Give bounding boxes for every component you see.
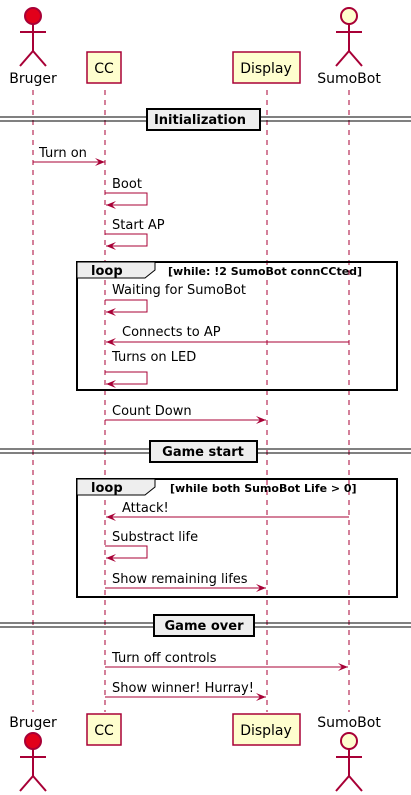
participant-cc-top: CC bbox=[86, 51, 122, 84]
message-boot: Boot bbox=[105, 177, 148, 209]
message-show-winner: Show winner! Hurray! bbox=[105, 681, 266, 701]
message-show-remaining-lifes: Show remaining lifes bbox=[105, 572, 266, 592]
svg-text:Waiting for SumoBot: Waiting for SumoBot bbox=[112, 283, 246, 298]
svg-text:Turn on: Turn on bbox=[38, 146, 87, 161]
message-connects-to-ap: Connects to AP bbox=[106, 325, 349, 346]
participant-name: CC bbox=[94, 61, 114, 77]
participant-name: Bruger bbox=[9, 71, 57, 87]
loop-condition: [while: !2 SumoBot connCCted] bbox=[168, 265, 362, 278]
participant-name: Display bbox=[240, 723, 292, 739]
participant-bruger-bottom: Bruger bbox=[9, 715, 57, 792]
message-waiting-for-sumobot: Waiting for SumoBot bbox=[105, 283, 246, 316]
actor-icon bbox=[19, 732, 47, 792]
svg-text:Substract life: Substract life bbox=[112, 530, 198, 545]
section-title: Initialization bbox=[154, 113, 246, 128]
loop-frame-1: loop [while: !2 SumoBot connCCted] bbox=[76, 261, 398, 391]
svg-text:Connects to AP: Connects to AP bbox=[122, 325, 221, 340]
participant-display-bottom: Display bbox=[232, 713, 301, 746]
svg-text:Show remaining lifes: Show remaining lifes bbox=[112, 572, 248, 587]
message-substract-life: Substract life bbox=[105, 530, 198, 562]
message-start-ap: Start AP bbox=[105, 218, 165, 250]
actor-icon bbox=[335, 7, 363, 67]
svg-text:Attack!: Attack! bbox=[122, 501, 169, 516]
section-divider-game-start: Game start bbox=[0, 440, 411, 463]
loop-keyword: loop bbox=[91, 264, 123, 279]
participant-cc-bottom: CC bbox=[86, 713, 122, 746]
message-turn-on: Turn on bbox=[33, 146, 105, 166]
section-title: Game over bbox=[165, 619, 245, 634]
actor-icon bbox=[19, 7, 47, 67]
svg-text:Turn off controls: Turn off controls bbox=[111, 651, 217, 666]
svg-text:Turns on LED: Turns on LED bbox=[111, 350, 196, 365]
svg-text:Show winner! Hurray!: Show winner! Hurray! bbox=[112, 681, 254, 696]
participant-display-top: Display bbox=[232, 51, 301, 84]
participant-name: Bruger bbox=[9, 715, 57, 731]
svg-text:Boot: Boot bbox=[112, 177, 142, 192]
loop-frame-2: loop [while both SumoBot Life > 0] bbox=[76, 478, 398, 598]
section-divider-initialization: Initialization bbox=[0, 108, 411, 131]
section-title: Game start bbox=[162, 445, 244, 460]
participant-name: CC bbox=[94, 723, 114, 739]
participant-sumobot-top: SumoBot bbox=[317, 7, 381, 87]
participant-name: SumoBot bbox=[317, 715, 381, 731]
svg-text:Count Down: Count Down bbox=[112, 404, 192, 419]
participant-name: Display bbox=[240, 61, 292, 77]
participant-sumobot-bottom: SumoBot bbox=[317, 715, 381, 792]
svg-text:Start AP: Start AP bbox=[112, 218, 165, 233]
participant-name: SumoBot bbox=[317, 71, 381, 87]
message-attack: Attack! bbox=[106, 501, 349, 521]
loop-condition: [while both SumoBot Life > 0] bbox=[170, 482, 357, 495]
message-count-down: Count Down bbox=[105, 404, 266, 424]
actor-icon bbox=[335, 732, 363, 792]
participant-bruger-top: Bruger bbox=[9, 7, 57, 87]
message-turn-off-controls: Turn off controls bbox=[105, 651, 348, 671]
message-turns-on-led: Turns on LED bbox=[105, 350, 196, 388]
section-divider-game-over: Game over bbox=[0, 614, 411, 637]
loop-keyword: loop bbox=[91, 481, 123, 496]
